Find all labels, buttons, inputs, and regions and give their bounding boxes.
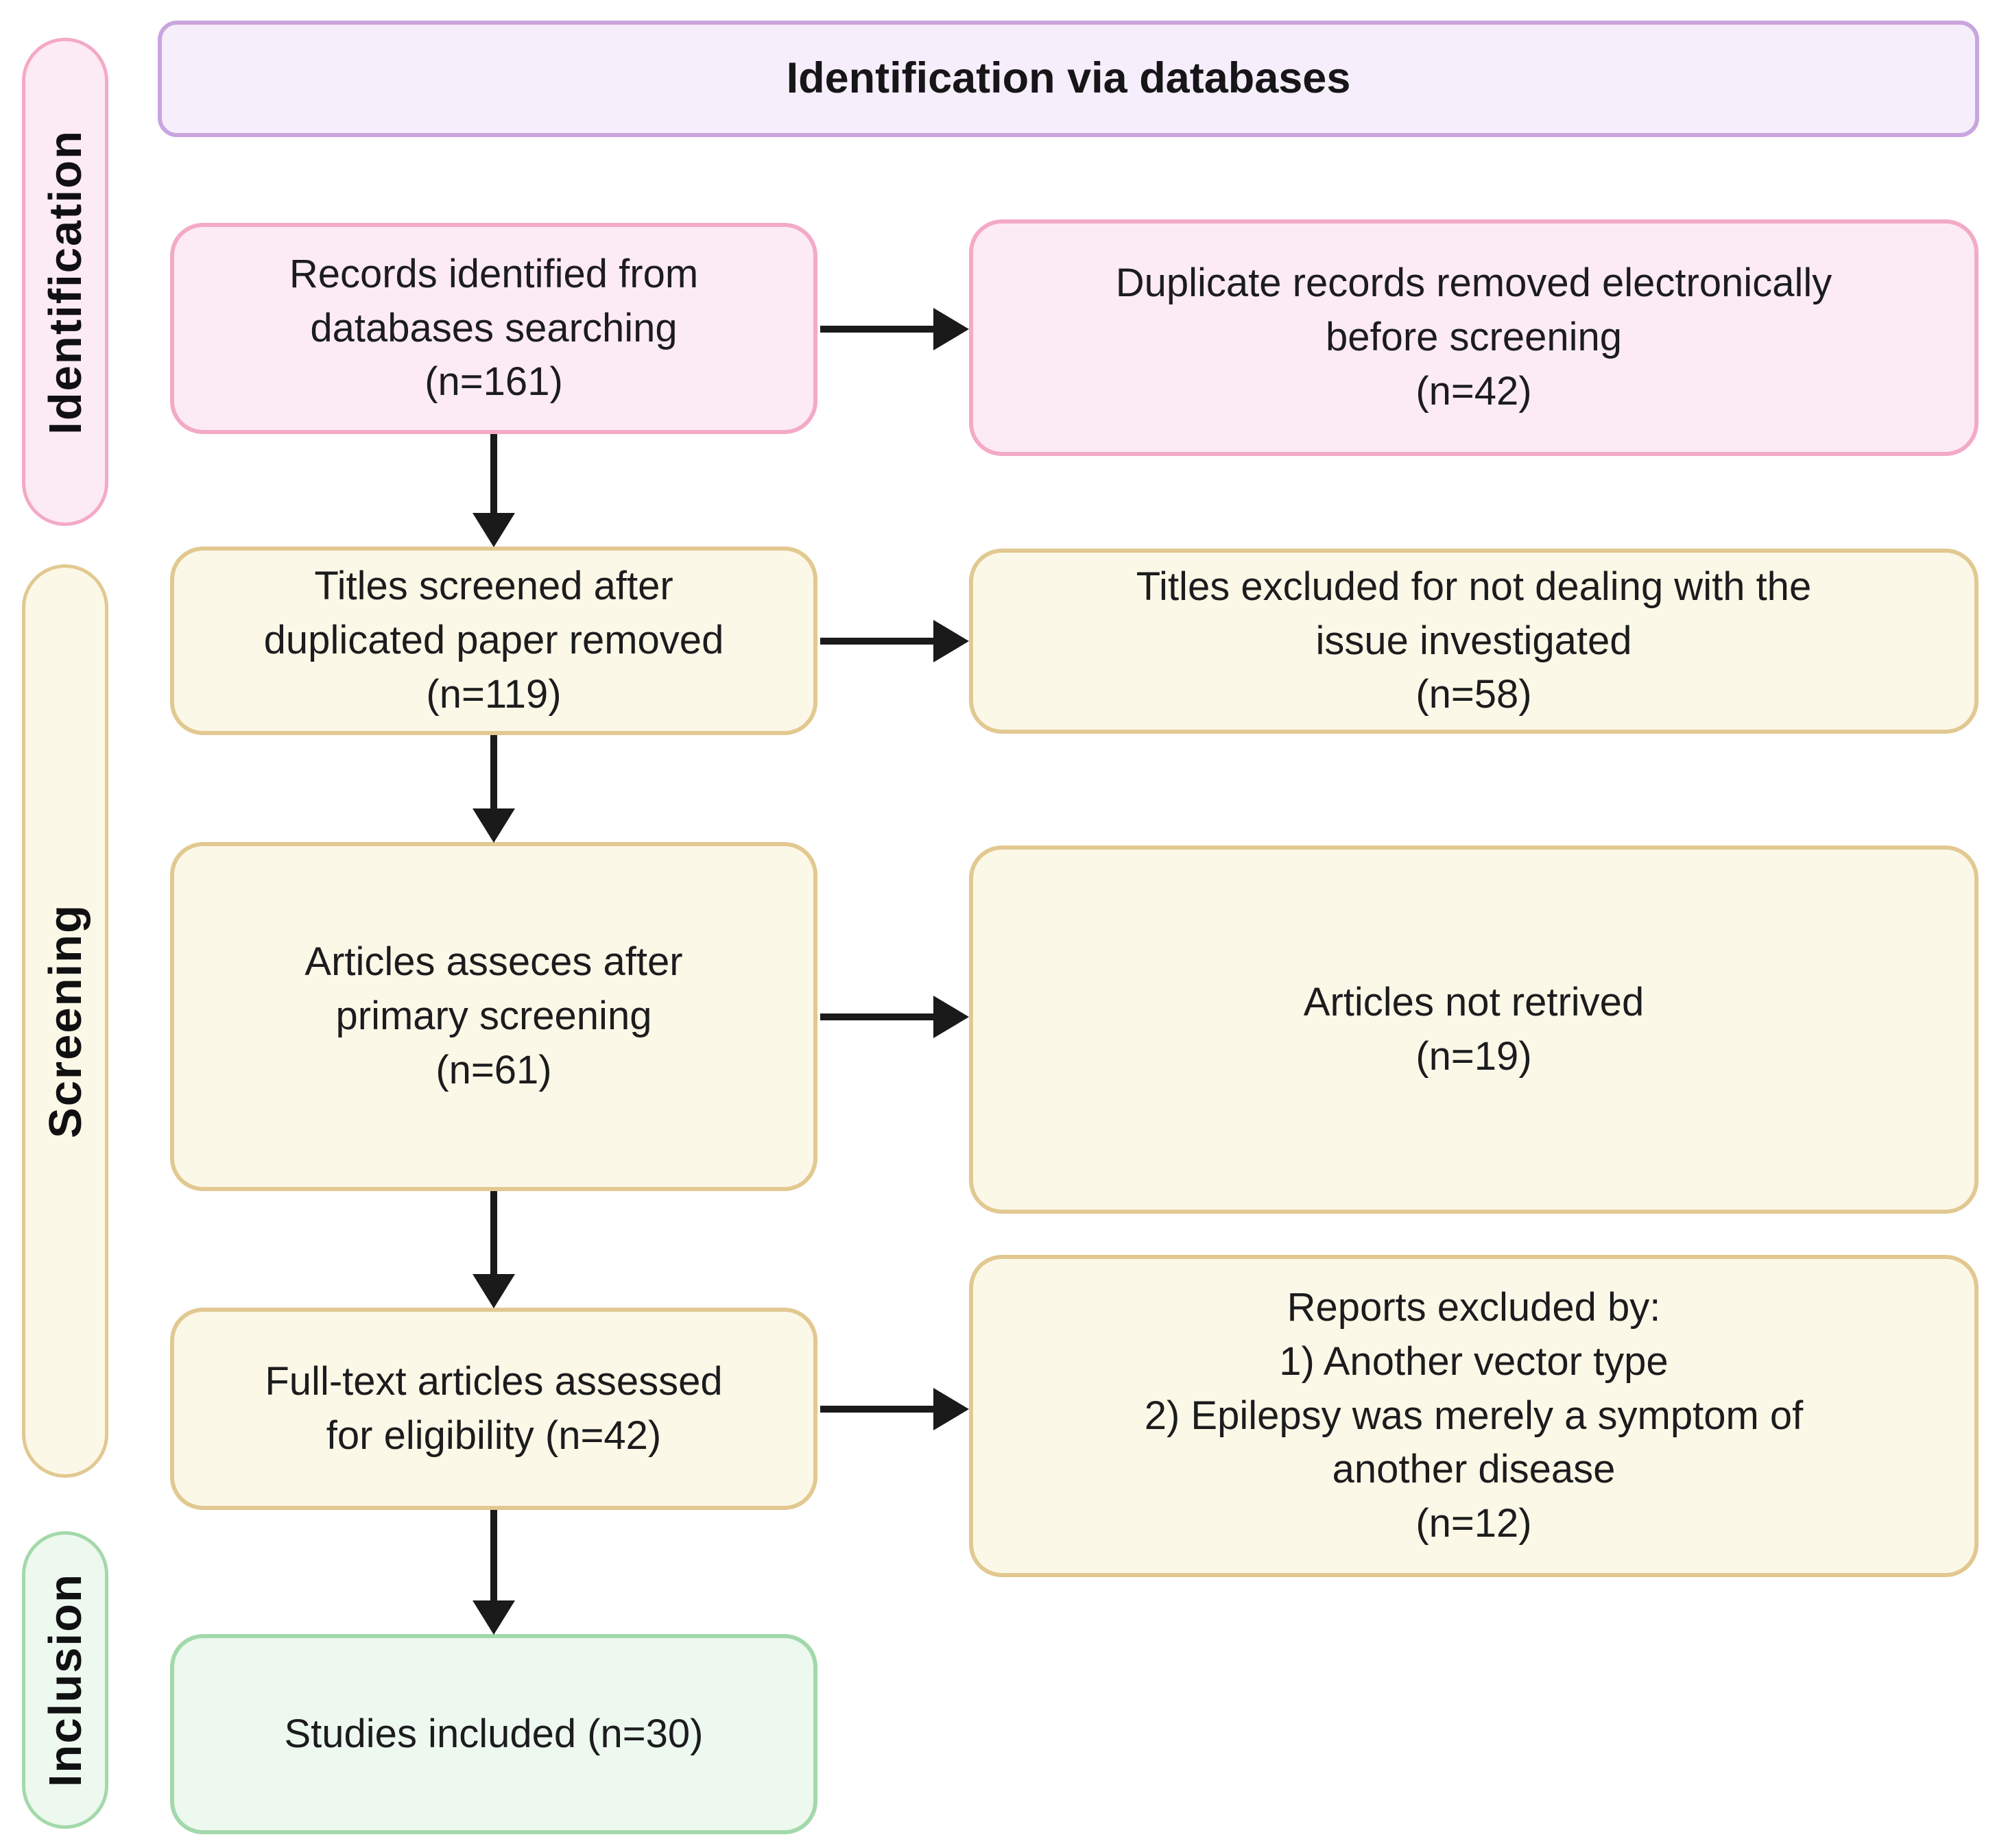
box-reports-excluded-text: Reports excluded by: 1) Another vector t…: [1144, 1284, 1804, 1546]
arrow-right-1-line: [820, 326, 935, 333]
box-titles-excluded-text: Titles excluded for not dealing with the…: [1136, 564, 1812, 717]
header-title: Identification via databases: [786, 54, 1351, 103]
box-records-identified: Records identified from databases search…: [170, 223, 817, 434]
box-articles-not-retrieved-text: Articles not retrived (n=19): [1303, 979, 1645, 1079]
arrow-right-3-line: [820, 1013, 935, 1020]
arrow-down-1-line: [490, 434, 497, 516]
arrow-right-4-head: [933, 1388, 969, 1430]
box-articles-not-retrieved: Articles not retrived (n=19): [969, 845, 1979, 1214]
box-reports-excluded: Reports excluded by: 1) Another vector t…: [969, 1255, 1979, 1577]
arrow-down-2-head: [473, 808, 515, 843]
box-duplicates-removed-text: Duplicate records removed electronically…: [1115, 261, 1832, 413]
box-articles-accessed-text: Articles asseces after primary screening…: [304, 939, 683, 1092]
stage-label-screening: Screening: [22, 564, 108, 1478]
stage-label-identification: Identification: [22, 38, 108, 526]
arrow-right-2-head: [933, 620, 969, 662]
arrow-down-1-head: [473, 513, 515, 547]
arrow-down-3-head: [473, 1274, 515, 1308]
header-banner: Identification via databases: [158, 21, 1979, 137]
box-studies-included-text: Studies included (n=30): [284, 1711, 704, 1756]
arrow-down-3-line: [490, 1191, 497, 1277]
stage-label-identification-text: Identification: [39, 129, 91, 435]
box-fulltext-assessed: Full-text articles assessed for eligibil…: [170, 1308, 817, 1510]
box-fulltext-assessed-text: Full-text articles assessed for eligibil…: [265, 1358, 723, 1458]
arrow-down-2-line: [490, 735, 497, 812]
arrow-right-3-head: [933, 996, 969, 1038]
box-titles-screened-text: Titles screened after duplicated paper r…: [263, 564, 724, 717]
stage-label-screening-text: Screening: [39, 904, 91, 1138]
box-records-identified-text: Records identified from databases search…: [289, 251, 699, 405]
stage-label-inclusion-text: Inclusion: [39, 1572, 91, 1788]
box-duplicates-removed: Duplicate records removed electronically…: [969, 219, 1979, 456]
arrow-down-4-head: [473, 1600, 515, 1635]
arrow-right-1-head: [933, 308, 969, 350]
box-titles-screened: Titles screened after duplicated paper r…: [170, 547, 817, 735]
stage-label-inclusion: Inclusion: [22, 1531, 108, 1829]
box-studies-included: Studies included (n=30): [170, 1634, 817, 1834]
box-titles-excluded: Titles excluded for not dealing with the…: [969, 549, 1979, 734]
arrow-right-2-line: [820, 638, 935, 645]
arrow-down-4-line: [490, 1510, 497, 1604]
arrow-right-4-line: [820, 1406, 935, 1413]
box-articles-accessed: Articles asseces after primary screening…: [170, 842, 817, 1191]
